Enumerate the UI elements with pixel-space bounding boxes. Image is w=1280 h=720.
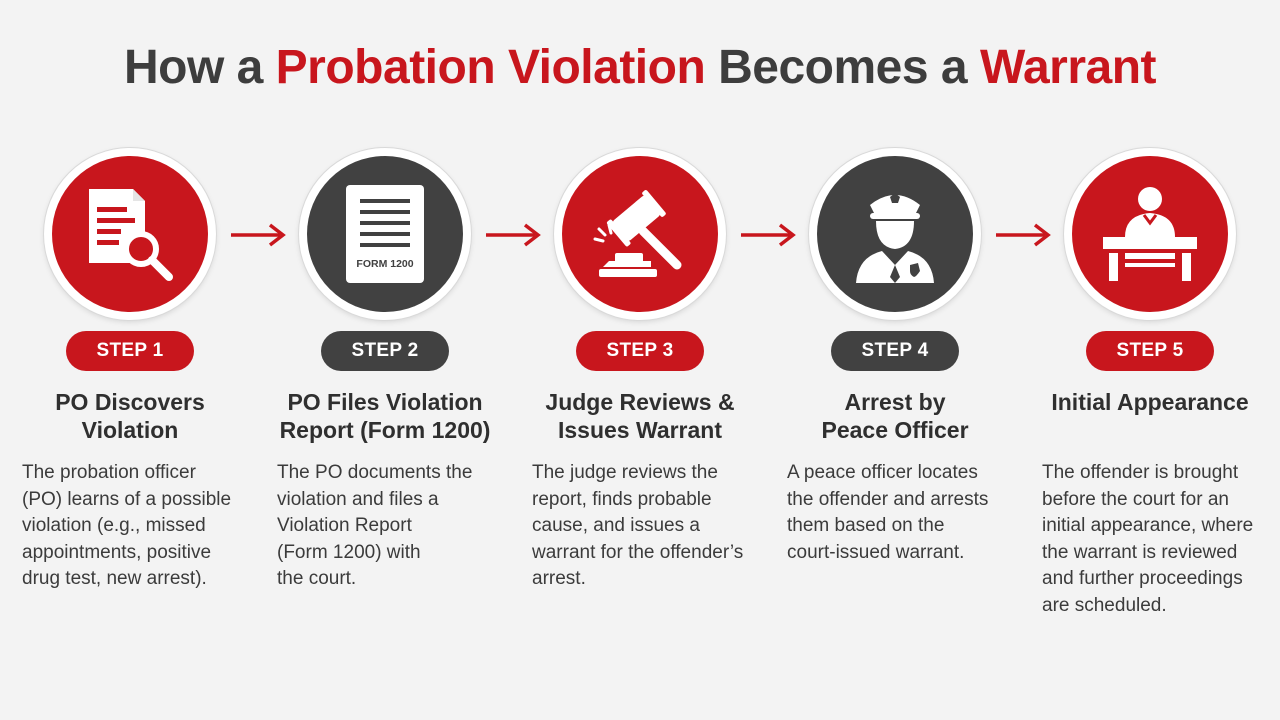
step-4-icon-ring xyxy=(809,148,981,320)
step-1-description: The probation officer (PO) learns of a p… xyxy=(22,462,232,589)
step-5-heading: Initial Appearance xyxy=(1051,389,1249,415)
step-3-description: The judge reviews the report, finds prob… xyxy=(532,462,744,589)
step-5-icon-circle xyxy=(1072,156,1228,312)
step-3-badge: STEP 3 xyxy=(576,331,704,371)
step-1-icon-ring xyxy=(44,148,216,320)
document-magnifier-icon xyxy=(89,189,173,281)
step-3-icon-ring xyxy=(554,148,726,320)
arrow-right-icon xyxy=(996,223,1051,247)
form-label: FORM 1200 xyxy=(356,258,413,270)
step-1: STEP 1 PO Discovers Violation The probat… xyxy=(10,148,250,628)
step-2: FORM 1200 STEP 2 PO Files Violation Repo… xyxy=(265,148,505,628)
step-2-icon-circle: FORM 1200 xyxy=(307,156,463,312)
step-3-icon-circle xyxy=(562,156,718,312)
step-4-icon-circle xyxy=(817,156,973,312)
police-officer-icon xyxy=(856,193,934,283)
step-2-badge: STEP 2 xyxy=(321,331,449,371)
step-5-badge: STEP 5 xyxy=(1086,331,1214,371)
step-5-icon-ring xyxy=(1064,148,1236,320)
page-title: How a Probation Violation Becomes a Warr… xyxy=(0,40,1280,95)
gavel-icon xyxy=(593,190,682,277)
step-2-description: The PO documents the violation and files… xyxy=(277,462,473,589)
title-part-1: How a xyxy=(123,41,276,94)
step-4-description: A peace officer locates the offender and… xyxy=(787,462,989,563)
step-4-heading: Arrest by Peace Officer xyxy=(821,389,969,443)
title-part-4: Warrant xyxy=(979,41,1157,94)
step-1-icon-circle xyxy=(52,156,208,312)
title-part-2: Probation Violation xyxy=(275,41,706,94)
arrow-right-icon xyxy=(741,223,796,247)
title-part-3: Becomes a xyxy=(705,41,980,94)
step-4: STEP 4 Arrest by Peace Officer A peace o… xyxy=(775,148,1015,628)
step-1-badge: STEP 1 xyxy=(66,331,194,371)
step-4-badge: STEP 4 xyxy=(831,331,959,371)
step-5: STEP 5 Initial Appearance The offender i… xyxy=(1030,148,1270,628)
arrow-right-icon xyxy=(486,223,541,247)
person-at-podium-icon xyxy=(1103,187,1197,281)
arrow-right-icon xyxy=(231,223,286,247)
step-1-heading: PO Discovers Violation xyxy=(55,389,205,443)
step-3: STEP 3 Judge Reviews & Issues Warrant Th… xyxy=(520,148,760,628)
step-2-icon-ring: FORM 1200 xyxy=(299,148,471,320)
step-5-description: The offender is brought before the court… xyxy=(1042,462,1254,616)
form-document-icon: FORM 1200 xyxy=(346,185,424,283)
step-3-heading: Judge Reviews & Issues Warrant xyxy=(545,389,735,443)
step-2-heading: PO Files Violation Report (Form 1200) xyxy=(279,389,491,443)
